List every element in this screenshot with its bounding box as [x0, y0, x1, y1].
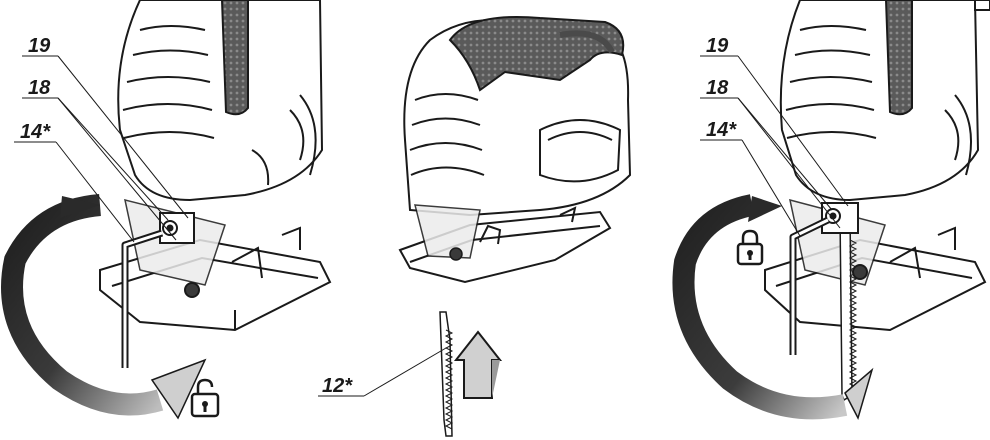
- callout-19-right: 19: [706, 35, 729, 57]
- jigsaw-body-left: [117, 0, 324, 202]
- clamp-screw-middle: [449, 247, 463, 261]
- callout-14-right: 14*: [706, 119, 737, 141]
- callouts-right: 19 18 14*: [700, 35, 849, 237]
- callout-18-right: 18: [706, 77, 729, 99]
- callout-19-left: 19: [28, 35, 51, 57]
- saw-blade-middle: [439, 311, 454, 437]
- panel-middle: 12*: [318, 15, 632, 437]
- callout-12: 12*: [322, 375, 353, 397]
- callout-12-group: 12*: [318, 347, 447, 397]
- lock-icon: [736, 229, 764, 266]
- jigsaw-body-middle: [403, 15, 632, 217]
- panel-right: 19 18 14*: [672, 0, 990, 421]
- callout-18-left: 18: [28, 77, 51, 99]
- callouts-left: 19 18 14*: [14, 35, 189, 243]
- rotation-arrow-right: [672, 194, 874, 421]
- callout-14-left: 14*: [20, 121, 51, 143]
- rotation-arrow-left: [1, 194, 207, 420]
- unlock-icon: [190, 378, 220, 418]
- panel-left: 19 18 14*: [1, 0, 332, 420]
- blade-guard-middle: [414, 204, 481, 259]
- jigsaw-body-right: [779, 0, 990, 202]
